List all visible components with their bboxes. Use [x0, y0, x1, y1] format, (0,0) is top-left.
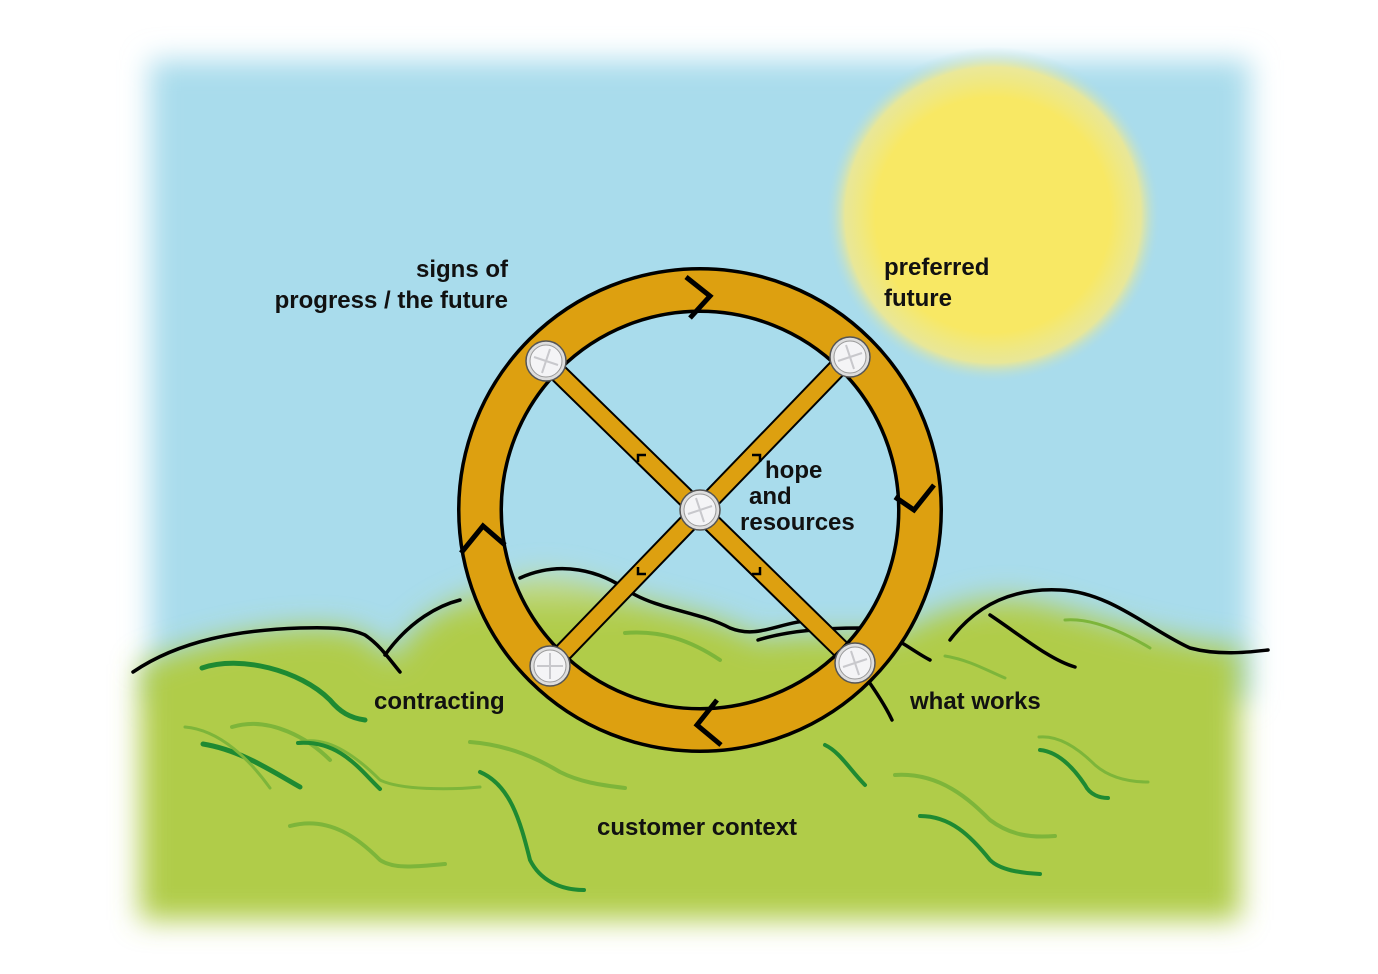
bolt-icon: [829, 336, 871, 378]
grass-stroke-icon: [1063, 618, 1152, 650]
grass-stroke-icon: [1037, 735, 1150, 784]
label-hope-and-resources: hope and resources: [740, 458, 855, 536]
grass-stroke-icon: [288, 821, 447, 869]
arrow-bottom: [693, 698, 723, 747]
grass-stroke-icon: [1038, 748, 1110, 800]
bolt-icon: [679, 489, 721, 531]
grass-stroke-icon: [468, 740, 627, 790]
grass-stroke-icon: [199, 660, 368, 723]
label-preferred-line2: future: [884, 285, 952, 312]
label-what-works: what works: [910, 688, 1041, 715]
arrow-top: [684, 275, 714, 320]
grass-stroke-icon: [623, 630, 722, 662]
label-customer-context: customer context: [597, 814, 798, 841]
grass-stroke-icon: [183, 725, 272, 790]
grass-stroke-icon: [918, 814, 1042, 876]
grass-stroke-icon: [230, 721, 332, 762]
label-contracting: contracting: [374, 688, 505, 715]
grass-stroke-icon: [200, 741, 303, 790]
label-signs-line1: signs of: [415, 256, 508, 283]
label-hope-line2: and: [749, 483, 792, 510]
grass-stroke-icon: [943, 654, 1007, 680]
wheel-bolts: [525, 336, 876, 687]
grass-stroke-icon: [296, 740, 382, 791]
grass-strokes: [183, 618, 1152, 892]
sun-icon: [825, 47, 1161, 383]
label-hope-line1: hope: [765, 457, 823, 484]
label-signs-of-progress: signs of progress / the future: [275, 254, 508, 316]
wheel-icon: [457, 267, 943, 753]
arrow-right: [893, 483, 936, 514]
label-hope-line3: resources: [740, 509, 855, 536]
label-preferred-line1: preferred: [884, 254, 990, 281]
grass-stroke-icon: [478, 770, 586, 892]
grass-stroke-icon: [893, 772, 1057, 839]
bolt-icon: [529, 645, 571, 687]
bolt-icon: [525, 340, 567, 382]
rim-arrows: [459, 275, 936, 747]
bolt-icon: [834, 642, 876, 684]
label-signs-line2: progress / the future: [274, 287, 508, 314]
label-preferred-future: preferred future: [884, 252, 989, 314]
grass-stroke-icon: [298, 739, 482, 791]
arrow-left: [459, 522, 507, 555]
grass-stroke-icon: [823, 743, 867, 787]
